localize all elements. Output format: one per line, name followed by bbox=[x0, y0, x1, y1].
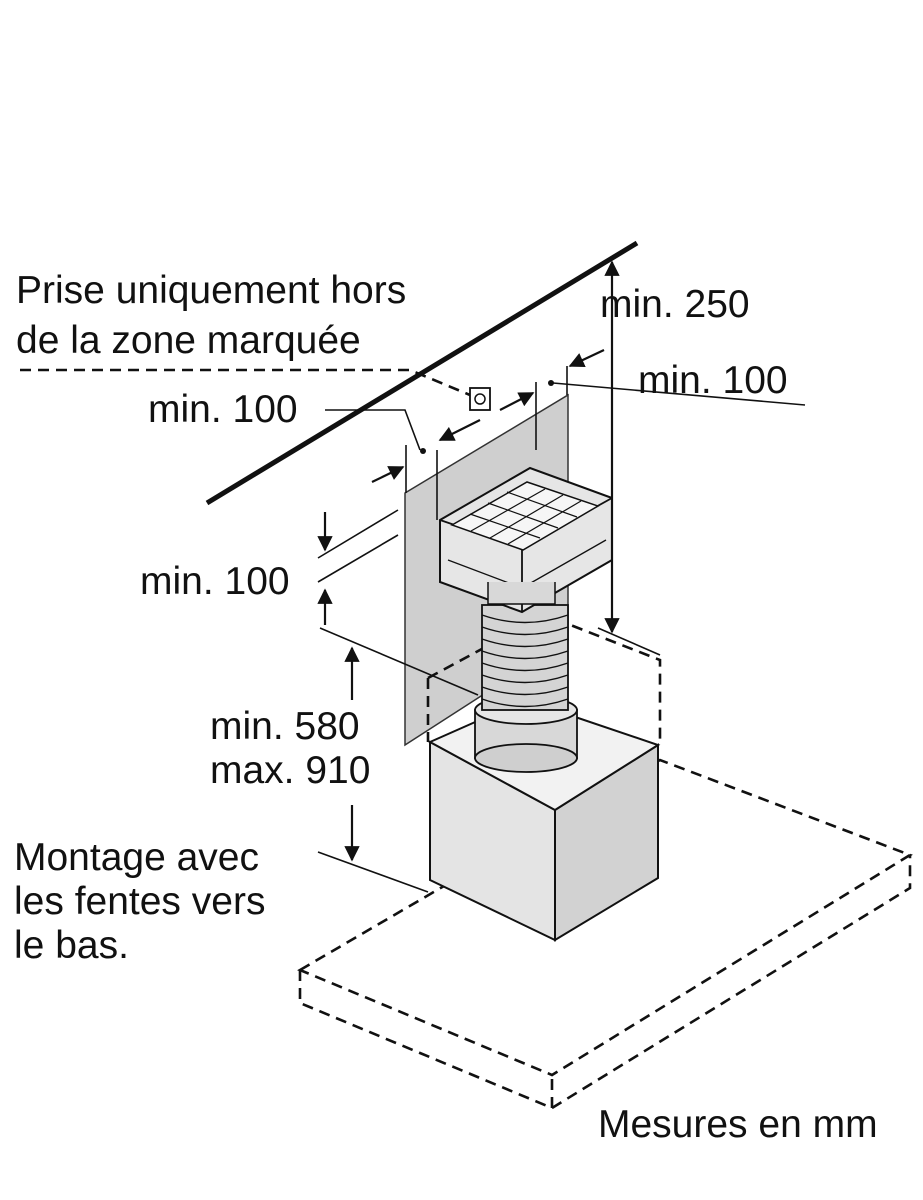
label-min-100-vertical: min. 100 bbox=[140, 560, 290, 603]
units-note: Mesures en mm bbox=[598, 1103, 878, 1146]
dimension-duct-height bbox=[317, 627, 479, 893]
dimension-min-100-right bbox=[535, 349, 806, 450]
ceiling-line bbox=[205, 240, 639, 506]
label-max-910: max. 910 bbox=[210, 749, 371, 792]
dimension-min-100-vertical bbox=[317, 509, 399, 625]
mounting-note-line-2: les fentes vers bbox=[14, 880, 266, 923]
filter-unit bbox=[439, 466, 613, 614]
dimension-min-250 bbox=[597, 260, 661, 656]
dimension-width-marks bbox=[436, 392, 535, 520]
socket-note-line-2: de la zone marquée bbox=[16, 319, 361, 362]
dimension-min-100-left bbox=[325, 409, 426, 493]
mounting-note-line-3: le bas. bbox=[14, 924, 129, 967]
socket-icon bbox=[469, 387, 491, 411]
flexible-duct bbox=[481, 604, 569, 711]
label-min-100-right: min. 100 bbox=[638, 359, 788, 402]
socket-note-leader bbox=[20, 368, 471, 397]
label-min-250: min. 250 bbox=[600, 283, 750, 326]
socket-note-line-1: Prise uniquement hors bbox=[16, 269, 407, 312]
label-min-100-left: min. 100 bbox=[148, 388, 298, 431]
label-min-580: min. 580 bbox=[210, 705, 360, 748]
mounting-note-line-1: Montage avec bbox=[14, 836, 259, 879]
